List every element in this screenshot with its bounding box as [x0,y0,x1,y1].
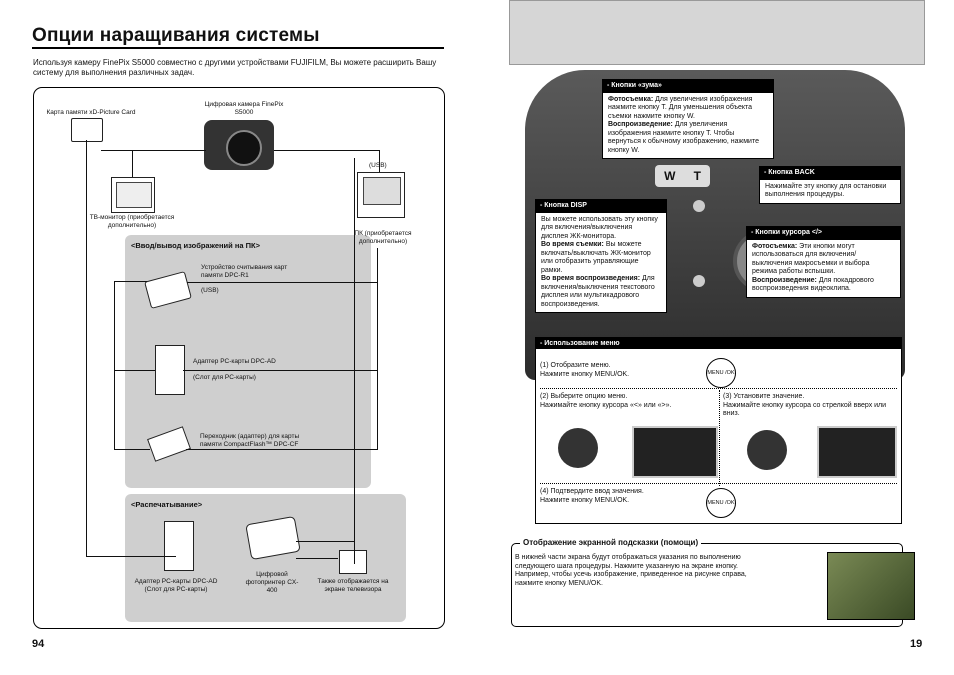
pc-card-adapter-icon [155,345,185,395]
back-button-icon [693,200,705,212]
card-reader-label: Устройство считывания карт памяти DPC-R1 [201,264,288,279]
cursor-callout: - Кнопки курсора </> Фотосъемка: Эти кно… [746,226,901,298]
intro-text: Используя камеру FinePix S5000 совместно… [33,58,437,77]
title-rule [32,47,444,49]
pc-icon [357,172,405,218]
help-body: В нижней части экрана будут отображаться… [515,554,747,587]
tv-icon-2 [339,550,367,574]
dpad-icon-1 [558,428,598,468]
menu-step-1: (1) Отобразите меню. Нажмите кнопку MENU… [540,362,630,378]
zoom-callout-body: Фотосъемка: Для увеличения изображения н… [608,95,759,154]
back-callout-header: - Кнопка BACK [760,167,900,180]
right-page: WT MENU /OK - Кнопки «зума» Фотосъемка: … [477,0,954,675]
menu-ok-button-2: MENU /OK [706,488,736,518]
menu-step-4: (4) Подтвердите ввод значения. Нажмите к… [540,488,644,504]
help-title: Отображение экранной подсказки (помощи) [520,538,702,547]
lcd-screen-1 [632,426,718,478]
camera-label: Цифровая камера FinePix S5000 [204,101,284,116]
menu-step-3: (3) Установите значение. Нажимайте кнопк… [723,393,887,417]
print-section-title: <Распечатывание> [131,500,203,509]
camera-icon [204,120,274,170]
memory-card-label: Карта памяти xD-Picture Card [46,109,136,116]
zoom-callout-header: - Кнопки «зума» [603,80,773,93]
io-section-title: <Ввод/вывод изображений на ПК> [131,241,260,250]
print-adapter-label: Адаптер PC-карты DPC-AD (Слот для PC-кар… [134,578,218,593]
lcd-screen-2 [817,426,897,478]
disp-button-icon [693,275,705,287]
xd-card-icon [71,118,103,142]
disp-callout-header: - Кнопка DISP [536,200,666,213]
tv-icon [111,177,155,213]
cursor-callout-body: Фотосъемка: Эти кнопки могут использоват… [752,242,874,293]
header-band [509,0,925,65]
cf-adapter-label: Переходник (адаптер) для карты памяти Co… [200,433,300,448]
help-box: Отображение экранной подсказки (помощи) … [511,538,915,627]
pc-label: ПК (приобретается дополнительно) [354,230,412,245]
print-adapter-icon [164,521,194,571]
usb-label: (USB) [369,162,387,169]
cursor-callout-header: - Кнопки курсора </> [747,227,900,240]
card-reader-usb: (USB) [201,287,219,294]
system-diagram: Карта памяти xD-Picture Card Цифровая ка… [33,87,445,629]
left-page: Опции наращивания системы Используя каме… [32,25,445,650]
zoom-callout: - Кнопки «зума» Фотосъемка: Для увеличен… [602,79,774,159]
menu-step-2: (2) Выберите опцию меню. Нажимайте кнопк… [540,393,672,409]
menu-panel-header: - Использование меню [536,338,901,349]
disp-callout-body: Вы можете использовать эту кнопку для вк… [541,215,658,308]
page-title: Опции наращивания системы [32,25,320,46]
disp-callout: - Кнопка DISP Вы можете использовать эту… [535,199,667,313]
help-example-photo [827,552,915,620]
page-number-left: 94 [32,638,45,650]
page-number-right: 19 [910,638,923,650]
pc-card-adapter-label: Адаптер PC-карты DPC-AD [193,358,276,365]
tv2-label: Также отображается на экране телевизора [317,578,389,593]
menu-ok-button-1: MENU /OK [706,358,736,388]
menu-usage-panel: - Использование меню (1) Отобразите меню… [535,337,902,524]
tv-label: ТВ-монитор (приобретается дополнительно) [89,214,175,229]
back-callout-body: Нажимайте эту кнопку для остановки выпол… [765,182,887,199]
pc-card-adapter-slot: (Слот для PC-карты) [193,374,256,381]
back-callout: - Кнопка BACK Нажимайте эту кнопку для о… [759,166,901,204]
dpad-icon-2 [747,430,787,470]
printer-label: Цифровой фотопринтер CX-400 [245,571,299,594]
